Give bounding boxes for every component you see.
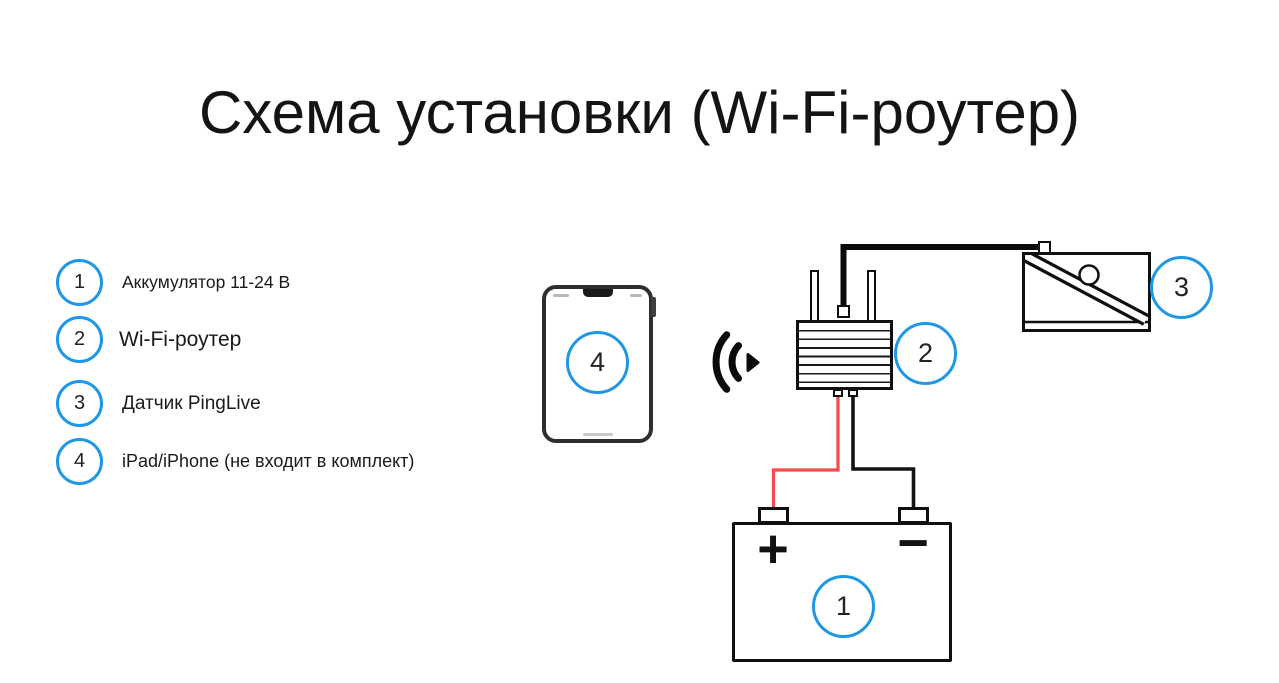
sensor-cable-connector (1038, 241, 1051, 254)
legend-number-badge: 3 (56, 380, 103, 427)
legend-item-sensor: 3 Датчик PingLive (56, 380, 261, 427)
wifi-router (796, 320, 893, 390)
legend-number-badge: 4 (56, 438, 103, 485)
marker-battery: 1 (812, 575, 875, 638)
battery-plus-sign: + (757, 519, 789, 579)
legend-label: Аккумулятор 11-24 В (122, 272, 291, 292)
legend-item-battery: 1 Аккумулятор 11-24 В (56, 259, 290, 306)
marker-sensor: 3 (1150, 256, 1213, 319)
tablet-statusbar-right (630, 294, 642, 297)
legend-item-tablet: 4 iPad/iPhone (не входит в комплект) (56, 438, 414, 485)
marker-tablet: 4 (566, 331, 629, 394)
marker-router: 2 (894, 322, 957, 385)
router-cable-connector (837, 305, 850, 318)
router-antenna-left (810, 270, 819, 322)
battery-minus-sign: − (897, 513, 929, 573)
tablet-side-button (651, 297, 656, 317)
legend-number-badge: 1 (56, 259, 103, 306)
sensor-graphic (1018, 248, 1150, 326)
sensor-sonar-eye (1078, 264, 1100, 286)
legend-label: Wi-Fi-роутер (119, 327, 242, 351)
router-power-pin-positive (833, 389, 843, 397)
router-power-pin-negative (848, 389, 858, 397)
router-antenna-right (867, 270, 876, 322)
wifi-signal-icon (712, 331, 760, 393)
page-title: Схема установки (Wi-Fi-роутер) (198, 79, 1081, 146)
tablet-statusbar-left (553, 294, 569, 297)
red-power-wire (771, 394, 840, 512)
legend-label: Датчик PingLive (122, 392, 261, 414)
black-power-wire (851, 394, 916, 512)
pinglive-sensor (1018, 248, 1151, 332)
legend-number-badge: 2 (56, 316, 103, 363)
tablet-notch (582, 289, 613, 297)
legend-label: iPad/iPhone (не входит в комплект) (122, 451, 415, 471)
sensor-cable (840, 244, 1045, 313)
legend-item-router: 2 Wi-Fi-роутер (56, 316, 241, 363)
tablet-home-indicator (582, 433, 613, 436)
